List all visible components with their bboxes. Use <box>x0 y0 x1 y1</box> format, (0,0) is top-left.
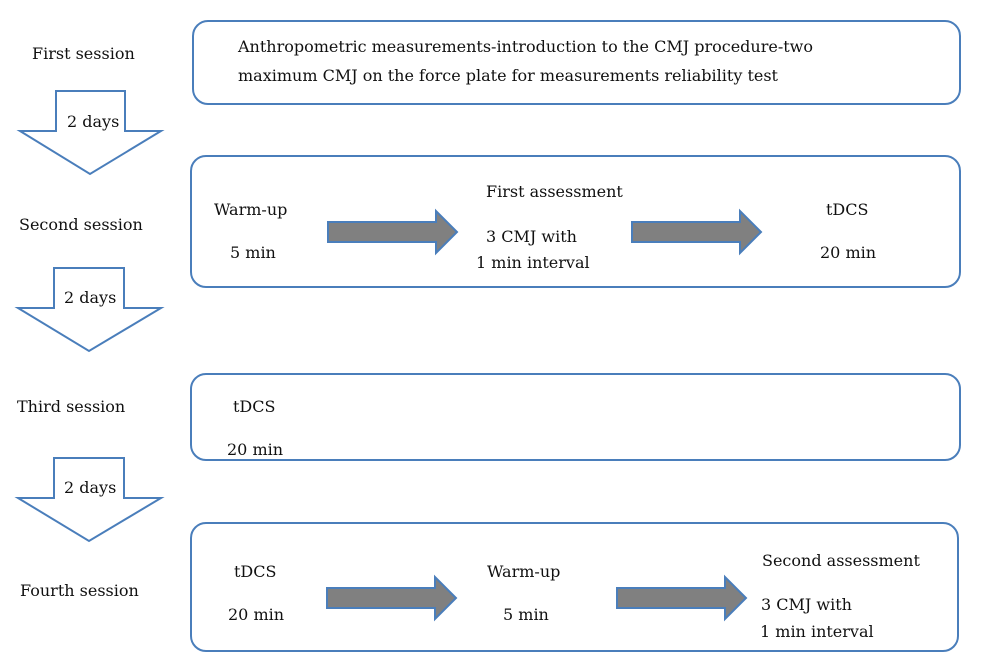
session-label-third: Third session <box>17 397 126 416</box>
second-assessment-line-2: 1 min interval <box>476 253 590 272</box>
third-tdcs-time: 20 min <box>227 440 284 459</box>
fourth-assessment-line-1: 3 CMJ with <box>761 595 852 614</box>
down-arrow-2 <box>14 267 165 353</box>
fourth-session-box <box>190 522 959 652</box>
fourth-assessment-title: Second assessment <box>762 551 920 570</box>
third-tdcs-title: tDCS <box>233 397 276 416</box>
third-session-box <box>190 373 961 461</box>
session-label-second: Second session <box>19 215 143 234</box>
right-arrow-fourth-2 <box>616 574 748 622</box>
right-arrow-fourth-1 <box>326 574 458 622</box>
right-arrow-second-1 <box>327 208 459 256</box>
gap-label-2: 2 days <box>64 288 117 307</box>
gap-label-3: 2 days <box>64 478 117 497</box>
first-session-box <box>192 20 961 105</box>
second-warmup-time: 5 min <box>230 243 276 262</box>
fourth-assessment-line-2: 1 min interval <box>760 622 874 641</box>
session-label-fourth: Fourth session <box>20 581 139 600</box>
right-arrow-second-2 <box>631 208 763 256</box>
down-arrow-1 <box>16 90 165 176</box>
second-assessment-line-1: 3 CMJ with <box>486 227 577 246</box>
fourth-warmup-time: 5 min <box>503 605 549 624</box>
first-session-line-1: Anthropometric measurements-introduction… <box>238 37 813 56</box>
second-tdcs-time: 20 min <box>820 243 877 262</box>
first-session-line-2: maximum CMJ on the force plate for measu… <box>238 66 778 85</box>
down-arrow-3 <box>14 457 165 543</box>
second-assessment-title: First assessment <box>486 182 623 201</box>
session-label-first: First session <box>32 44 135 63</box>
second-session-box <box>190 155 961 288</box>
fourth-warmup-title: Warm-up <box>487 562 561 581</box>
fourth-tdcs-time: 20 min <box>228 605 285 624</box>
gap-label-1: 2 days <box>67 112 120 131</box>
second-tdcs-title: tDCS <box>826 200 869 219</box>
fourth-tdcs-title: tDCS <box>234 562 277 581</box>
second-warmup-title: Warm-up <box>214 200 288 219</box>
